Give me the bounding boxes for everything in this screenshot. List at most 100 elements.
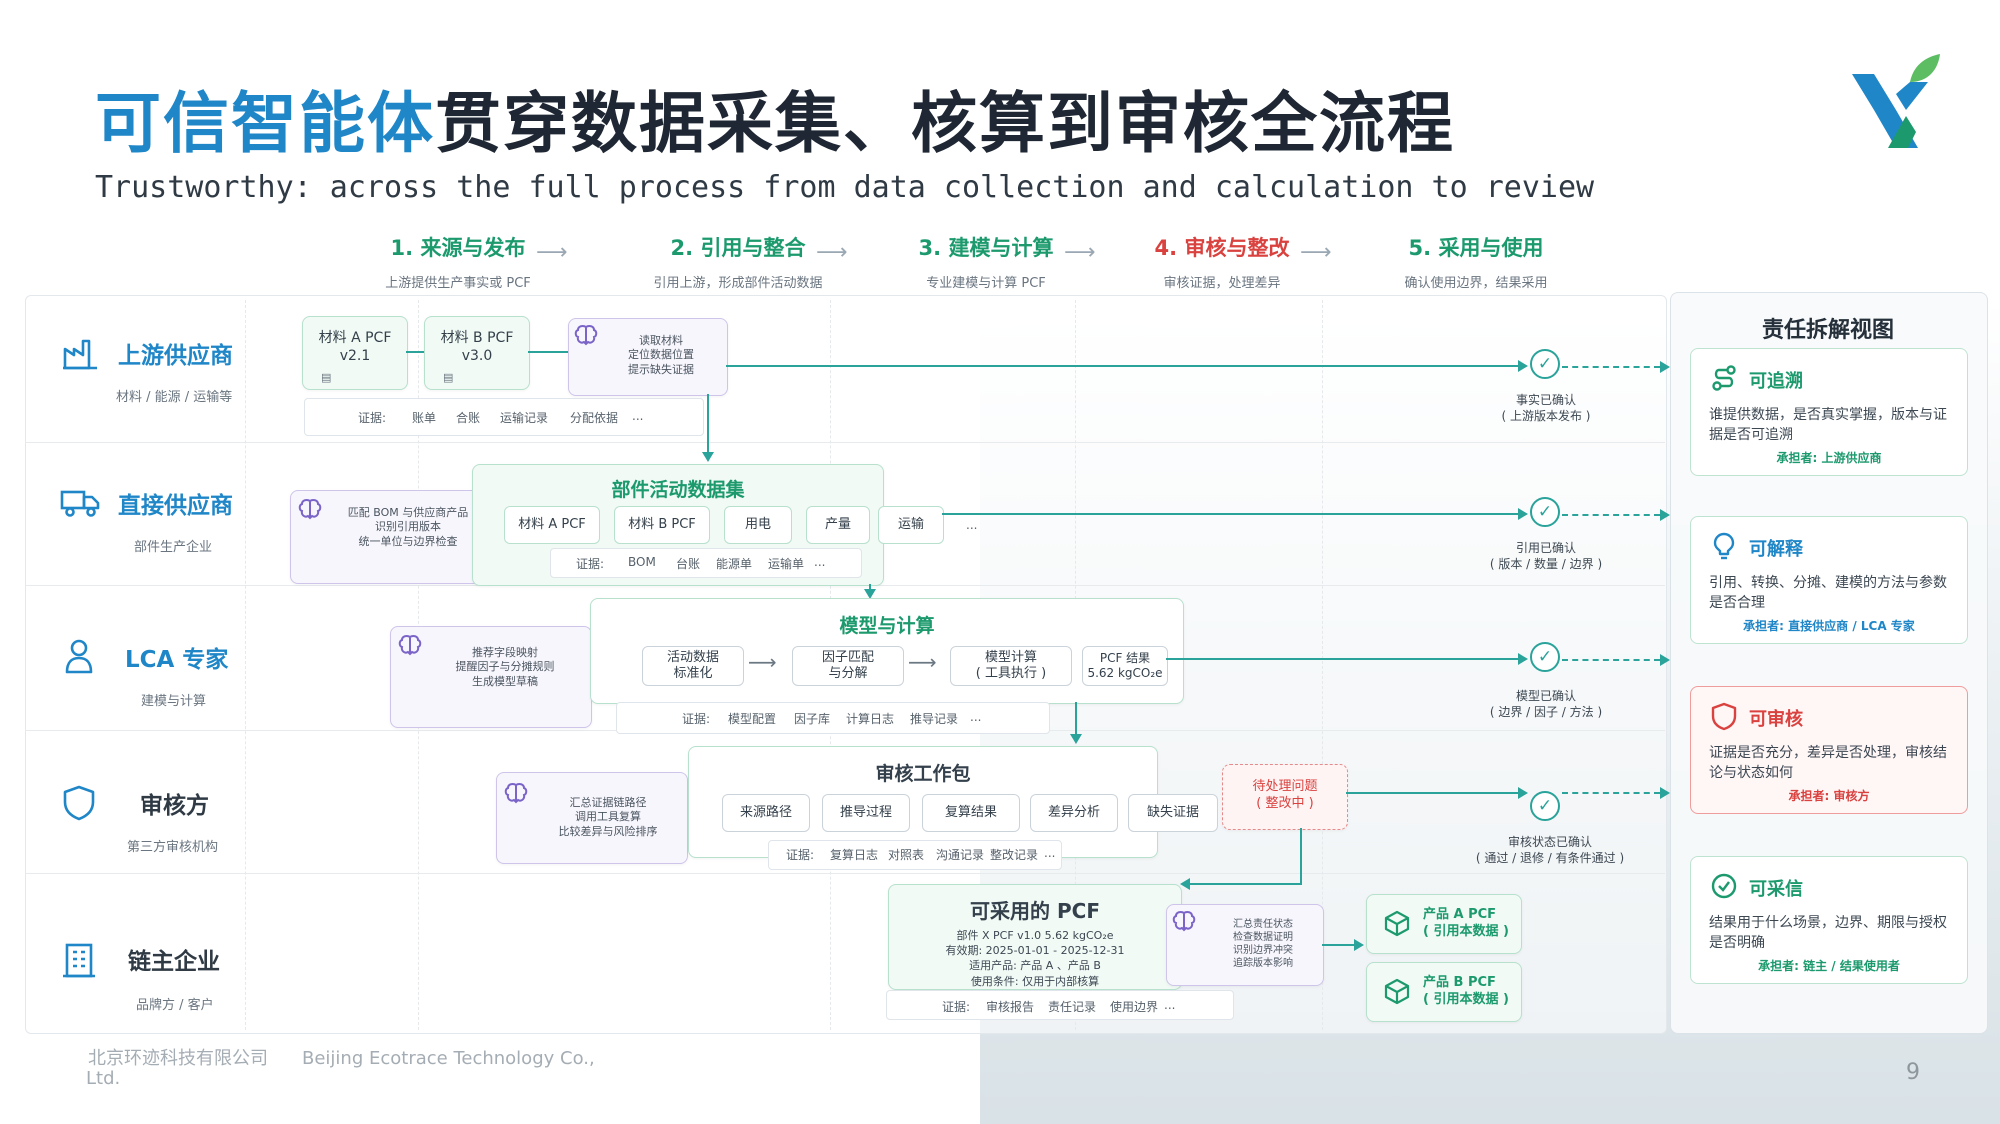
- brain-icon: [504, 783, 528, 804]
- card-description: 引用、转换、分摊、建模的方法与参数是否合理: [1709, 575, 1947, 612]
- check-circle-icon: [1711, 873, 1737, 899]
- check-icon: ✓: [1530, 497, 1560, 527]
- ai-hint-text: 汇总责任状态 检查数据证明 识别边界冲突 追踪版本影响: [1233, 919, 1293, 969]
- flow-line: [869, 584, 871, 591]
- evidence-label: 证据:: [682, 712, 711, 726]
- evidence-bar: [304, 398, 704, 436]
- audit-item-chip[interactable]: 推导过程: [822, 794, 910, 832]
- connector-line: [406, 351, 424, 353]
- card-owner: 承担者: 审核方: [1788, 789, 1870, 803]
- stage-arrow-icon: ⟶: [1300, 240, 1332, 265]
- stage-arrow-icon: ⟶: [1064, 240, 1096, 265]
- ai-assistant-card: [1166, 904, 1324, 986]
- product-b-pcf-card[interactable]: 产品 B PCF ( 引用本数据 ): [1366, 962, 1522, 1022]
- stage-title: 3. 建模与计算: [918, 236, 1054, 260]
- ai-hint-text: 汇总证据链路径 调用工具复算 比较差异与风险排序: [558, 796, 658, 838]
- flow-arrow-icon: [1660, 509, 1670, 521]
- data-chip[interactable]: 用电: [724, 506, 792, 544]
- process-step-chip[interactable]: 活动数据 标准化: [642, 646, 744, 686]
- pending-issue-card[interactable]: 待处理问题 ( 整改中 ): [1222, 764, 1348, 830]
- column-divider: [1322, 300, 1324, 1030]
- flow-arrow-icon: [1518, 360, 1528, 372]
- audit-item-chip[interactable]: 复算结果: [922, 794, 1020, 832]
- responsibility-title: 责任拆解视图: [1761, 318, 1894, 343]
- title-accent: 可信智能体: [95, 85, 435, 162]
- evidence-item: 复算日志: [830, 848, 879, 862]
- brain-icon: [1172, 911, 1196, 932]
- stage-arrow-icon: ⟶: [536, 240, 568, 265]
- pcf-detail-line: 使用条件: 仅用于内部核算: [970, 974, 1100, 988]
- brain-icon: [298, 499, 322, 520]
- route-icon: [1712, 365, 1736, 391]
- product-a-pcf-card[interactable]: 产品 A PCF ( 引用本数据 ): [1366, 894, 1522, 954]
- confirm-note: 引用已确认 ( 版本 / 数量 / 边界 ): [1489, 541, 1603, 572]
- material-b-pcf-card[interactable]: 材料 B PCF v3.0 ▤: [424, 316, 530, 390]
- brain-icon: [398, 635, 422, 656]
- audit-item-chip[interactable]: 缺失证据: [1128, 794, 1218, 832]
- pcf-detail-line: 部件 X PCF v1.0 5.62 kgCO₂e: [956, 929, 1114, 942]
- evidence-item: 使用边界: [1110, 1000, 1159, 1014]
- card-title: 审核工作包: [875, 763, 971, 785]
- card-heading: 可解释: [1749, 539, 1803, 560]
- stage-arrow-icon: ⟶: [816, 240, 848, 265]
- card-title: 部件活动数据集: [611, 479, 745, 501]
- process-step-chip[interactable]: 因子匹配 与分解: [792, 646, 904, 686]
- data-chip[interactable]: 材料 B PCF: [614, 506, 710, 544]
- evidence-item: 整改记录: [990, 848, 1039, 862]
- pcf-result-chip[interactable]: PCF 结果 5.62 kgCO₂e: [1082, 646, 1168, 686]
- cube-icon: [1384, 910, 1410, 937]
- flow-arrow-icon: [1518, 653, 1528, 665]
- evidence-item: 账单: [412, 411, 437, 425]
- flow-arrow-icon: [1660, 654, 1670, 666]
- lane-title-chain: 链主企业: [128, 949, 220, 975]
- evidence-item: 分配依据: [570, 411, 619, 425]
- data-chip[interactable]: 产量: [806, 506, 870, 544]
- evidence-item: 运输单: [768, 557, 805, 571]
- truck-icon: [60, 490, 100, 517]
- evidence-label: 证据:: [786, 848, 815, 862]
- audit-item-chip[interactable]: 来源路径: [722, 794, 810, 832]
- evidence-item: 能源单: [716, 557, 753, 571]
- evidence-label: 证据:: [942, 1000, 971, 1014]
- check-icon: ✓: [1530, 642, 1560, 672]
- explainable-card[interactable]: 可解释 引用、转换、分摊、建模的方法与参数是否合理 承担者: 直接供应商 / L…: [1690, 516, 1968, 644]
- shield-icon: [1711, 702, 1737, 731]
- evidence-bar: [616, 702, 1050, 734]
- lane-subtitle: 部件生产企业: [134, 540, 213, 555]
- evidence-item: 模型配置: [728, 712, 777, 726]
- process-step-chip[interactable]: 模型计算 ( 工具执行 ): [950, 646, 1072, 686]
- stage-3: 3. 建模与计算 专业建模与计算 PCF: [866, 232, 1106, 291]
- column-divider: [245, 300, 247, 1030]
- doc-icon: ▤: [443, 371, 454, 384]
- evidence-item: 审核报告: [986, 1000, 1035, 1014]
- dashed-connector: [1562, 659, 1660, 661]
- data-chip[interactable]: 运输: [878, 506, 944, 544]
- material-a-pcf-card[interactable]: 材料 A PCF v2.1 ▤: [302, 316, 408, 390]
- traceable-card[interactable]: 可追溯 谁提供数据，是否真实掌握，版本与证据是否可追溯 承担者: 上游供应商: [1690, 348, 1968, 476]
- title-rest: 贯穿数据采集、核算到审核全流程: [435, 85, 1455, 162]
- flow-line: [1075, 702, 1077, 736]
- stage-desc: 确认使用边界，结果采用: [1404, 276, 1548, 291]
- stage-desc: 上游提供生产事实或 PCF: [385, 276, 531, 291]
- card-description: 证据是否充分，差异是否处理，审核结论与状态如何: [1709, 745, 1947, 782]
- trustworthy-card[interactable]: 可采信 结果用于什么场景，边界、期限与授权是否明确 承担者: 链主 / 结果使用…: [1690, 856, 1968, 984]
- lane-title-audit: 审核方: [140, 793, 209, 819]
- card-owner: 承担者: 直接供应商 / LCA 专家: [1743, 619, 1915, 633]
- card-title: 可采用的 PCF: [970, 899, 1100, 923]
- card-title: 模型与计算: [839, 615, 935, 637]
- evidence-item: 运输记录: [500, 411, 549, 425]
- page-subtitle: Trustworthy: across the full process fro…: [95, 170, 1595, 205]
- data-chip[interactable]: 材料 A PCF: [504, 506, 600, 544]
- audit-item-chip[interactable]: 差异分析: [1030, 794, 1118, 832]
- card-heading: 可采信: [1749, 879, 1803, 900]
- ai-hint-text: 读取材料 定位数据位置 提示缺失证据: [628, 334, 694, 376]
- adoptable-pcf-card[interactable]: 可采用的 PCF 部件 X PCF v1.0 5.62 kgCO₂e 有效期: …: [888, 884, 1182, 990]
- auditable-card[interactable]: 可审核 证据是否充分，差异是否处理，审核结论与状态如何 承担者: 审核方: [1690, 686, 1968, 814]
- ai-hint-text: 推荐字段映射 提醒因子与分摊规则 生成模型草稿: [455, 646, 555, 688]
- evidence-item: 台账: [676, 557, 701, 571]
- shield-icon: [63, 785, 95, 821]
- evidence-label: 证据:: [358, 411, 387, 425]
- card-label: 材料 A PCF v2.1: [318, 330, 392, 365]
- factory-icon: [63, 339, 97, 370]
